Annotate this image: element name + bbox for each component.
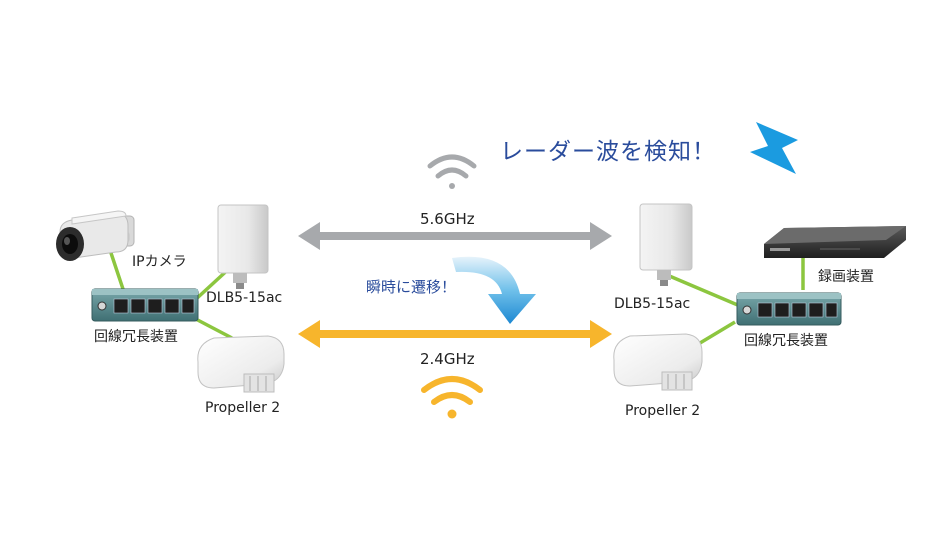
ip-camera-icon (56, 210, 135, 261)
band-label-5ghz: 5.6GHz (420, 210, 475, 228)
label-propeller-right: Propeller 2 (625, 403, 701, 419)
lightning-icon (750, 122, 798, 174)
switch-note: 瞬時に遷移！ (366, 278, 457, 296)
propeller-antenna-icon (197, 335, 285, 393)
access-point-icon (217, 204, 269, 289)
label-switch-right: 回線冗長装置 (744, 333, 828, 349)
label-switch-left: 回線冗長装置 (94, 329, 178, 345)
recorder-icon (764, 226, 906, 258)
label-ip-camera: IPカメラ (132, 254, 187, 270)
right-links (659, 258, 805, 348)
propeller-antenna-icon (613, 333, 703, 391)
band-label-24ghz: 2.4GHz (420, 350, 475, 368)
label-recorder: 録画装置 (818, 269, 874, 285)
switch-icon (91, 288, 199, 322)
link-ap-switch-right (659, 270, 741, 308)
switch-icon (736, 292, 842, 326)
wifi-icon (421, 376, 483, 419)
label-propeller-left: Propeller 2 (205, 400, 281, 416)
band-arrow-24ghz (298, 320, 612, 348)
link-switch-propeller-right (694, 320, 736, 348)
label-ap-right: DLB5-15ac (614, 296, 691, 312)
band-arrow-5ghz (298, 222, 612, 250)
switch-arrow-icon (452, 256, 536, 324)
label-ap-left: DLB5-15ac (206, 290, 283, 306)
access-point-icon (639, 203, 693, 286)
wifi-icon (427, 154, 477, 189)
radar-headline: レーダー波を検知！ (500, 139, 716, 165)
link-camera-switch (108, 249, 126, 293)
